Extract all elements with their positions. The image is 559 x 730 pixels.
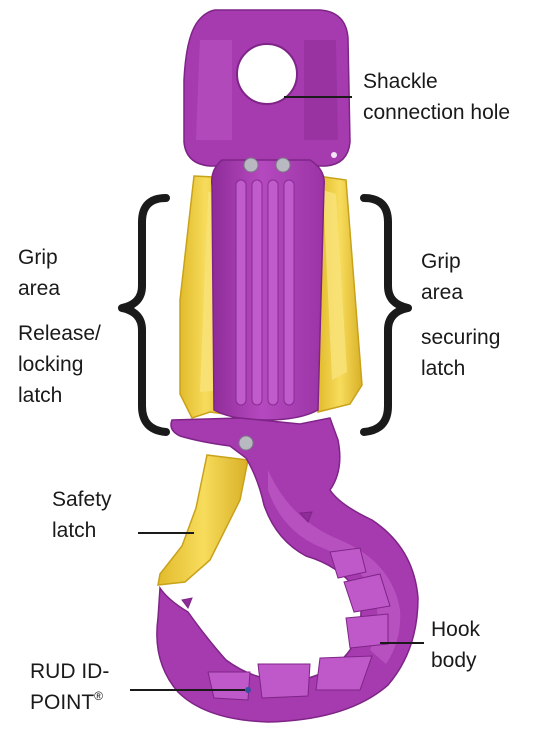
shackle-label-line1: Shackle: [363, 66, 510, 97]
left-brace: [122, 198, 166, 432]
hook-body-label: Hook body: [431, 614, 480, 676]
release-line1: Release/: [18, 318, 101, 349]
release-line3: latch: [18, 380, 101, 411]
pin-right: [276, 158, 290, 172]
rud-id-point-label: RUD ID- POINT®: [30, 656, 109, 718]
securing-latch-label: securing latch: [421, 322, 500, 384]
grip-left-line1: Grip: [18, 242, 60, 273]
release-line2: locking: [18, 349, 101, 380]
right-brace: [364, 198, 408, 432]
safety-latch-shape: [158, 455, 248, 585]
shackle-head-facet-right: [304, 40, 338, 140]
safety-line1: Safety: [52, 484, 112, 515]
shackle-label-line2: connection hole: [363, 97, 510, 128]
registered-mark: ®: [94, 689, 103, 703]
grip-area-right-label: Grip area: [421, 246, 463, 308]
small-screw: [331, 152, 337, 158]
hook-pivot-pin: [239, 436, 253, 450]
grip-left-line2: area: [18, 273, 60, 304]
safety-line2: latch: [52, 515, 112, 546]
safety-latch-label: Safety latch: [52, 484, 112, 546]
shackle-connection-hole: [237, 44, 297, 104]
shackle-connection-hole-label: Shackle connection hole: [363, 66, 510, 128]
grip-right-line2: area: [421, 277, 463, 308]
rud-id-point-dot: [245, 687, 251, 693]
hook-body-line2: body: [431, 645, 480, 676]
grip-right-line1: Grip: [421, 246, 463, 277]
release-locking-latch-label: Release/ locking latch: [18, 318, 101, 411]
rud-id-line2: POINT®: [30, 687, 109, 718]
rud-id-point-text: POINT: [30, 691, 94, 714]
securing-line1: securing: [421, 322, 500, 353]
rud-id-line1: RUD ID-: [30, 656, 109, 687]
grip-area-left-label: Grip area: [18, 242, 60, 304]
securing-line2: latch: [421, 353, 500, 384]
shackle-head-facet-left: [196, 40, 232, 140]
hook-body-line1: Hook: [431, 614, 480, 645]
pin-left: [244, 158, 258, 172]
